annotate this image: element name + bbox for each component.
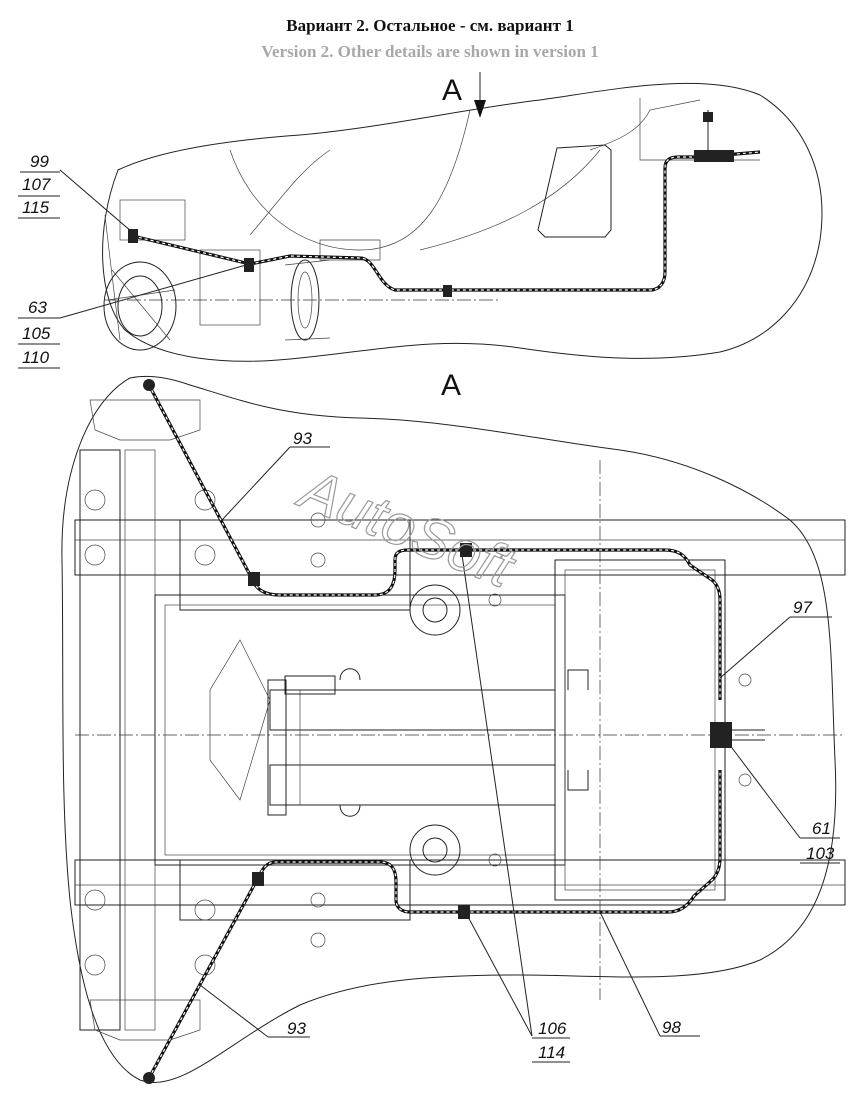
top-detail-view — [59, 82, 823, 362]
callout-106-114: 106 114 — [532, 1019, 570, 1063]
section-label-a: A — [441, 369, 461, 402]
callout-label: 99 — [30, 152, 49, 171]
hose-end-fitting — [143, 1072, 155, 1084]
hose-93-bottom — [147, 770, 722, 1079]
title-russian: Вариант 2. Остальное - см. вариант 1 — [286, 16, 574, 35]
callout-label: 107 — [22, 175, 51, 194]
hose-end-fitting — [143, 379, 155, 391]
top-view-pipe — [132, 150, 761, 292]
callout-93-top: 93 — [293, 429, 312, 448]
arrow-label-a: A — [442, 74, 462, 107]
callout-label: 63 — [28, 298, 47, 317]
callout-label: 115 — [22, 198, 50, 217]
top-fitting — [694, 150, 734, 162]
callout-97: 97 — [793, 598, 812, 617]
callout-label: 106 — [538, 1019, 567, 1038]
title-english: Version 2. Other details are shown in ve… — [261, 42, 599, 61]
callout-63-105-110: 63 105 110 — [18, 298, 60, 369]
main-view-outline — [61, 375, 837, 1083]
top-view-outline — [102, 82, 823, 362]
watermark: AutoSoft — [289, 455, 525, 601]
callout-93-bottom: 93 — [287, 1019, 306, 1038]
callout-label: 110 — [22, 348, 50, 367]
callout-label: 103 — [806, 844, 835, 863]
main-view-a — [61, 375, 846, 1084]
callout-label: 105 — [22, 324, 51, 343]
clamp — [460, 543, 472, 557]
top-clamp-3 — [443, 285, 452, 297]
clamp — [248, 572, 260, 586]
callout-61-103: 61 103 — [800, 819, 840, 864]
clamp — [252, 872, 264, 886]
top-clamp-1 — [128, 229, 138, 243]
callout-label: 114 — [538, 1043, 565, 1062]
view-arrow-a — [474, 72, 486, 118]
top-clamp-2 — [244, 258, 254, 272]
tee-fitting — [710, 722, 732, 748]
callout-99-107-115: 99 107 115 — [18, 152, 60, 219]
callout-98: 98 — [662, 1018, 681, 1037]
callout-label: 61 — [812, 819, 831, 838]
